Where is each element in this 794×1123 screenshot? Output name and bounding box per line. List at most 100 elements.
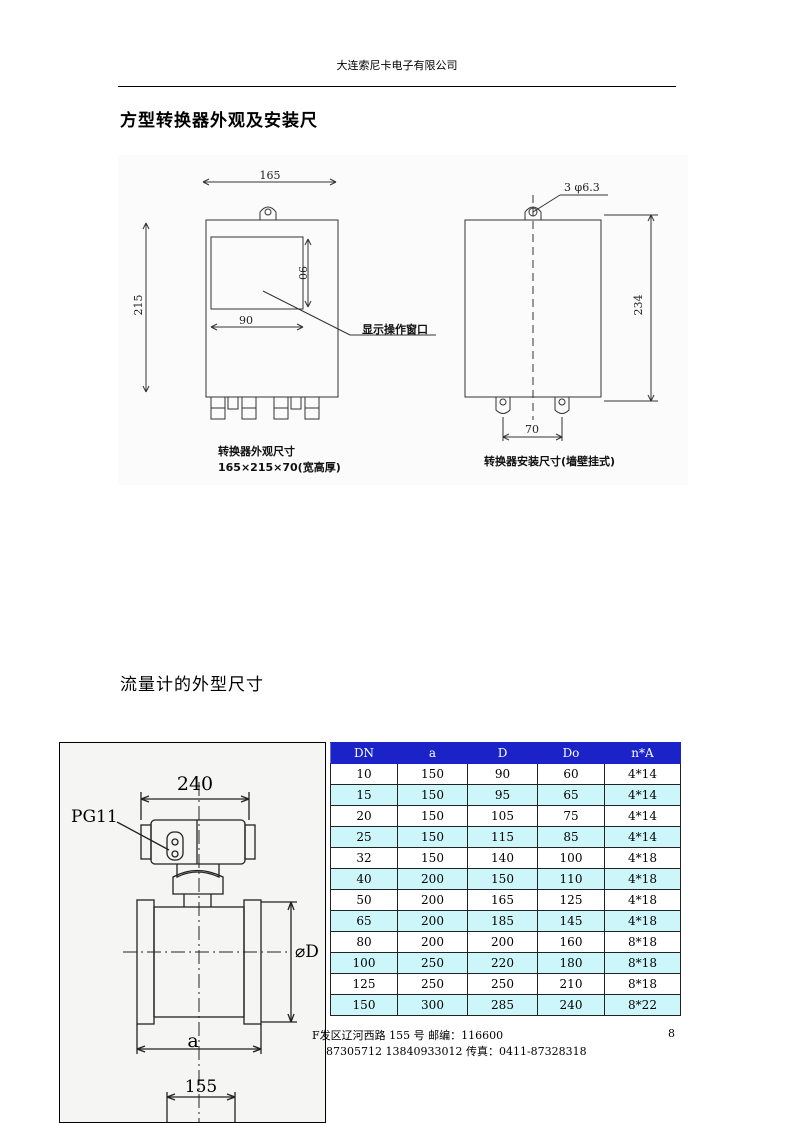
header-do: Do bbox=[537, 742, 605, 764]
label-pg11: PG11 bbox=[71, 807, 118, 827]
header-company: 大连索尼卡电子有限公司 bbox=[336, 59, 458, 72]
cell-d: 200 bbox=[467, 931, 538, 953]
cell-d: 185 bbox=[467, 910, 538, 932]
cell-do: 125 bbox=[537, 889, 605, 911]
dim-155: 155 bbox=[185, 1077, 217, 1097]
converter-drawing: 165 215 90 90 显示操作窗口 转换器外观尺寸 165×215×70(… bbox=[118, 155, 688, 485]
cell-na: 4*14 bbox=[604, 784, 681, 806]
cell-d: 90 bbox=[467, 763, 538, 785]
cell-dn: 50 bbox=[330, 889, 398, 911]
section2-title: 流量计的外型尺寸 bbox=[120, 675, 264, 695]
cell-d: 95 bbox=[467, 784, 538, 806]
cell-d: 220 bbox=[467, 952, 538, 974]
header-a: a bbox=[397, 742, 468, 764]
cell-do: 145 bbox=[537, 910, 605, 932]
left-caption-line1: 转换器外观尺寸 bbox=[218, 444, 295, 458]
dim-window-height: 90 bbox=[296, 266, 309, 280]
flowmeter-drawing: 240 PG11 ⌀D a 155 bbox=[59, 742, 326, 1123]
label-a: a bbox=[187, 1030, 198, 1052]
cell-na: 4*14 bbox=[604, 805, 681, 827]
left-caption-line2: 165×215×70(宽高厚) bbox=[218, 460, 341, 474]
cell-do: 110 bbox=[537, 868, 605, 890]
cell-dn: 80 bbox=[330, 931, 398, 953]
cell-dn: 15 bbox=[330, 784, 398, 806]
header-divider bbox=[118, 86, 676, 87]
cell-do: 180 bbox=[537, 952, 605, 974]
section1-title: 方型转换器外观及安装尺 bbox=[120, 111, 318, 131]
cell-a: 200 bbox=[397, 868, 468, 890]
cell-do: 210 bbox=[537, 973, 605, 995]
cell-d: 250 bbox=[467, 973, 538, 995]
cell-do: 85 bbox=[537, 826, 605, 848]
cell-a: 150 bbox=[397, 763, 468, 785]
cell-dn: 20 bbox=[330, 805, 398, 827]
cell-d: 105 bbox=[467, 805, 538, 827]
converter-body bbox=[205, 219, 339, 398]
cell-na: 4*14 bbox=[604, 826, 681, 848]
cell-d: 150 bbox=[467, 868, 538, 890]
dim-240: 240 bbox=[177, 773, 213, 795]
cell-do: 75 bbox=[537, 805, 605, 827]
cell-dn: 10 bbox=[330, 763, 398, 785]
page-number: 8 bbox=[668, 1027, 675, 1040]
dim-holes: 3 φ6.3 bbox=[564, 181, 600, 194]
cell-d: 285 bbox=[467, 994, 538, 1016]
cell-na: 8*22 bbox=[604, 994, 681, 1016]
cell-do: 240 bbox=[537, 994, 605, 1016]
cell-a: 200 bbox=[397, 910, 468, 932]
cell-dn: 100 bbox=[330, 952, 398, 974]
cell-a: 200 bbox=[397, 931, 468, 953]
cell-na: 4*18 bbox=[604, 910, 681, 932]
cell-na: 4*18 bbox=[604, 889, 681, 911]
cell-na: 8*18 bbox=[604, 952, 681, 974]
cell-a: 150 bbox=[397, 847, 468, 869]
cell-dn: 125 bbox=[330, 973, 398, 995]
cell-dn: 32 bbox=[330, 847, 398, 869]
cell-a: 250 bbox=[397, 973, 468, 995]
cell-dn: 25 bbox=[330, 826, 398, 848]
cell-dn: 150 bbox=[330, 994, 398, 1016]
right-caption: 转换器安装尺寸(墙壁挂式) bbox=[484, 454, 615, 468]
footer-contact: 87305712 13840933012 传真：0411-87328318 bbox=[326, 1045, 587, 1058]
dim-spacing-70: 70 bbox=[525, 423, 539, 436]
cell-na: 8*18 bbox=[604, 931, 681, 953]
footer-address: F发区辽河西路 155 号 邮编：116600 bbox=[312, 1029, 504, 1042]
cell-a: 250 bbox=[397, 952, 468, 974]
cell-do: 65 bbox=[537, 784, 605, 806]
cell-a: 200 bbox=[397, 889, 468, 911]
dim-height-215: 215 bbox=[132, 295, 145, 316]
cell-do: 100 bbox=[537, 847, 605, 869]
cell-dn: 40 bbox=[330, 868, 398, 890]
cell-do: 60 bbox=[537, 763, 605, 785]
label-diameter-d: ⌀D bbox=[295, 942, 319, 962]
header-d: D bbox=[467, 742, 538, 764]
table-header-row: DN a D Do n*A bbox=[330, 742, 681, 764]
cell-d: 165 bbox=[467, 889, 538, 911]
cell-a: 150 bbox=[397, 784, 468, 806]
cell-a: 150 bbox=[397, 805, 468, 827]
cell-a: 150 bbox=[397, 826, 468, 848]
dim-width-165: 165 bbox=[260, 169, 281, 182]
header-na: n*A bbox=[604, 742, 681, 764]
cell-do: 160 bbox=[537, 931, 605, 953]
dim-window-width: 90 bbox=[239, 314, 253, 327]
cell-dn: 65 bbox=[330, 910, 398, 932]
cell-d: 140 bbox=[467, 847, 538, 869]
cell-a: 300 bbox=[397, 994, 468, 1016]
cell-na: 8*18 bbox=[604, 973, 681, 995]
cell-na: 4*18 bbox=[604, 868, 681, 890]
cell-na: 4*18 bbox=[604, 847, 681, 869]
cell-d: 115 bbox=[467, 826, 538, 848]
